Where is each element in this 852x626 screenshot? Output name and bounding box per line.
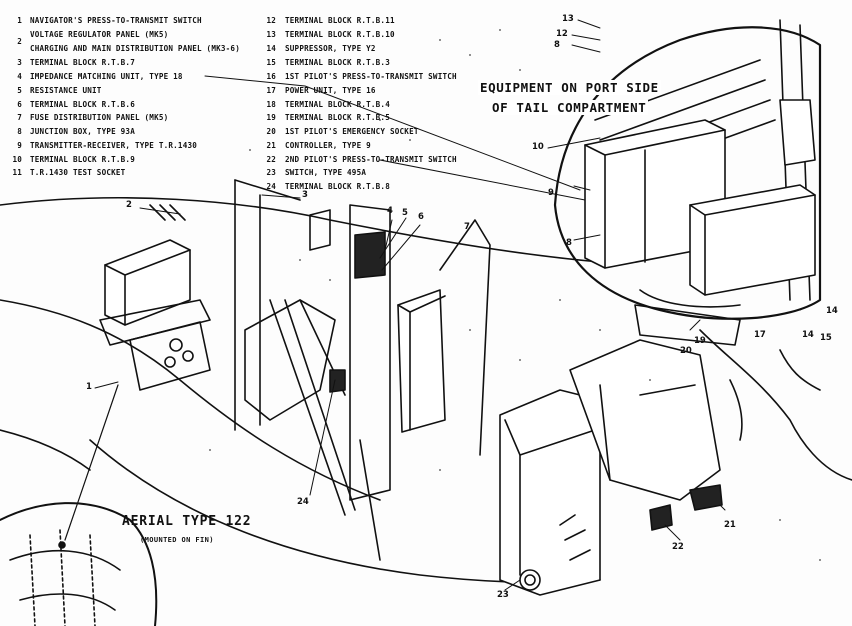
legend-item: RESISTANCE UNIT xyxy=(30,86,102,95)
legend-num: 14 xyxy=(266,44,276,53)
callout-17: 17 xyxy=(754,330,766,340)
legend-num: 20 xyxy=(266,127,276,136)
legend-item: 1ST PILOT'S EMERGENCY SOCKET xyxy=(285,127,419,136)
callout-9: 9 xyxy=(548,188,554,198)
voltage-regulator-panel xyxy=(104,239,191,326)
legend-item: TERMINAL BLOCK R.T.B.10 xyxy=(285,30,395,39)
legend-num: 22 xyxy=(266,155,276,164)
legend-num: 4 xyxy=(17,72,22,81)
legend-num: 1 xyxy=(17,16,22,25)
callout-3: 3 xyxy=(302,190,308,200)
callout-6: 6 xyxy=(418,212,424,222)
legend-num: 5 xyxy=(17,86,22,95)
legend-num: 6 xyxy=(17,100,22,109)
legend-num: 24 xyxy=(266,182,276,191)
legend-num: 19 xyxy=(266,113,276,122)
central-rack xyxy=(349,204,391,501)
legend-num: 8 xyxy=(17,127,22,136)
legend-num: 10 xyxy=(12,155,22,164)
callout-15: 15 xyxy=(820,333,832,343)
legend-num: 23 xyxy=(266,168,276,177)
legend-num: 9 xyxy=(17,141,22,150)
legend-item: TERMINAL BLOCK R.T.B.4 xyxy=(285,100,390,109)
legend-item: TERMINAL BLOCK R.T.B.11 xyxy=(285,16,395,25)
legend-num: 17 xyxy=(266,86,276,95)
legend-item: T.R.1430 TEST SOCKET xyxy=(30,168,126,177)
legend-num: 3 xyxy=(17,58,22,67)
legend-item: NAVIGATOR'S PRESS-TO-TRANSMIT SWITCH xyxy=(30,16,202,25)
callout-22: 22 xyxy=(672,542,684,552)
legend-item: VOLTAGE REGULATOR PANEL (MK5) xyxy=(30,30,169,39)
print-speckle xyxy=(209,29,821,561)
callout-19: 19 xyxy=(694,336,706,346)
power-unit-box xyxy=(689,184,816,296)
fuselage-upper-curve xyxy=(0,196,601,263)
legend-item: TERMINAL BLOCK R.T.B.3 xyxy=(285,58,390,67)
pilot-seat-front xyxy=(499,389,601,596)
legend-num: 11 xyxy=(12,168,22,177)
legend-item: 1ST PILOT'S PRESS-TO-TRANSMIT SWITCH xyxy=(285,72,457,81)
legend-num: 15 xyxy=(266,58,276,67)
callout-1: 1 xyxy=(86,382,92,392)
inset-title-line1: EQUIPMENT ON PORT SIDE xyxy=(478,80,661,95)
callout-2: 2 xyxy=(126,200,132,210)
callout-8: 8 xyxy=(566,238,572,248)
aerial-title: AERIAL TYPE 122 xyxy=(122,514,252,529)
callout-14: 14 xyxy=(826,306,838,316)
legend-num: 2 xyxy=(17,37,22,46)
callout-10: 10 xyxy=(532,142,544,152)
legend-item: SUPPRESSOR, TYPE Y2 xyxy=(285,44,376,53)
callout-13-inset: 13 xyxy=(562,14,574,24)
legend-item: FUSE DISTRIBUTION PANEL (MK5) xyxy=(30,113,169,122)
legend-item: TERMINAL BLOCK R.T.B.6 xyxy=(30,100,135,109)
callout-7: 7 xyxy=(464,222,470,232)
callout-14b: 14 xyxy=(802,330,814,340)
legend-item: TERMINAL BLOCK R.T.B.7 xyxy=(30,58,135,67)
legend-num: 21 xyxy=(266,141,276,150)
legend-item: TERMINAL BLOCK R.T.B.5 xyxy=(285,113,390,122)
fuselage-floor-curve xyxy=(0,299,381,501)
legend-num: 18 xyxy=(266,100,276,109)
callout-8-inset: 8 xyxy=(554,40,560,50)
callout-12-inset: 12 xyxy=(556,29,568,39)
legend-num: 12 xyxy=(266,16,276,25)
legend-num: 16 xyxy=(266,72,276,81)
callout-5: 5 xyxy=(402,208,408,218)
legend-item: IMPEDANCE MATCHING UNIT, TYPE 18 xyxy=(30,72,183,81)
legend-item: TRANSMITTER-RECEIVER, TYPE T.R.1430 xyxy=(30,141,198,150)
fuse-distribution-panel xyxy=(397,289,446,433)
callout-23: 23 xyxy=(497,590,509,600)
callout-20: 20 xyxy=(680,346,692,356)
legend-item: JUNCTION BOX, TYPE 93A xyxy=(30,127,135,136)
legend-item: CONTROLLER, TYPE 9 xyxy=(285,141,371,150)
legend-item: 2ND PILOT'S PRESS-TO-TRANSMIT SWITCH xyxy=(285,155,457,164)
legend-num: 13 xyxy=(266,30,276,39)
legend-item: POWER UNIT, TYPE 16 xyxy=(285,86,376,95)
callout-24: 24 xyxy=(297,497,309,507)
inset-title-line2: OF TAIL COMPARTMENT xyxy=(490,100,649,115)
aerial-subtitle: (MOUNTED ON FIN) xyxy=(140,536,214,544)
callout-4: 4 xyxy=(387,206,393,216)
legend-item: TERMINAL BLOCK R.T.B.9 xyxy=(30,155,135,164)
legend-item: TERMINAL BLOCK R.T.B.8 xyxy=(285,182,390,191)
legend-item: CHARGING AND MAIN DISTRIBUTION PANEL (MK… xyxy=(30,44,240,53)
legend-num: 7 xyxy=(17,113,22,122)
callout-21: 21 xyxy=(724,520,736,530)
legend-item: SWITCH, TYPE 495A xyxy=(285,168,367,177)
